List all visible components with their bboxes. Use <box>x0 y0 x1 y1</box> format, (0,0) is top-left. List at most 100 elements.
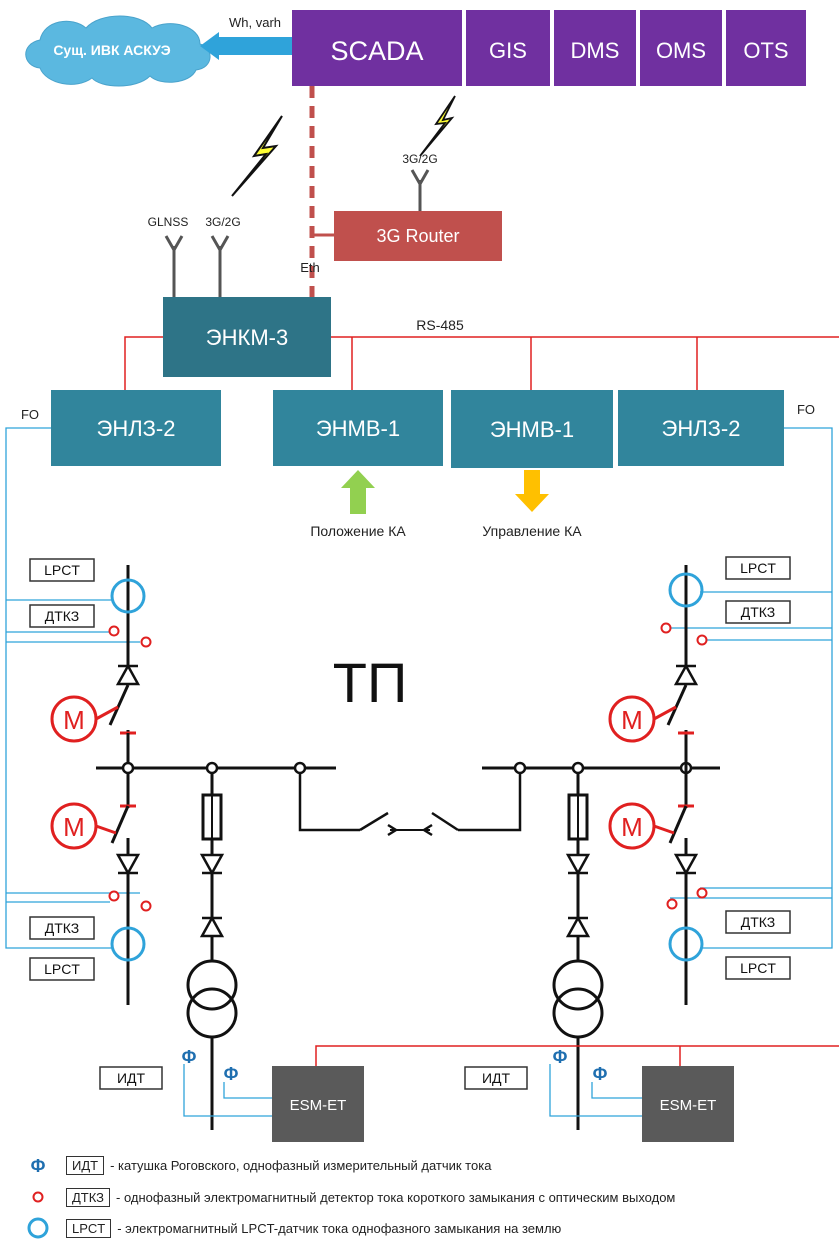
router-block[interactable]: 3G Router <box>334 211 502 261</box>
legend-row-lpct: LPCT - электромагнитный LPCT-датчик тока… <box>14 1216 561 1240</box>
transformer-icon <box>186 959 238 1039</box>
enlz-left-label: ЭНЛЗ-2 <box>97 416 176 441</box>
dtkz-sensor-icon <box>140 636 152 648</box>
enmv-2-block[interactable]: ЭНМВ-1 <box>451 390 613 468</box>
dtkz-tag-left-bottom: ДТКЗ <box>29 916 95 940</box>
rogowski-coil-icon: Φ <box>224 1064 239 1084</box>
router-3g2g-label: 3G/2G <box>402 152 437 166</box>
lightning-icon <box>419 95 456 157</box>
glnss-label: GLNSS <box>148 215 189 229</box>
motor-drive-icon: M <box>50 695 119 743</box>
cable-end-icon <box>199 853 225 938</box>
enkm-block[interactable]: ЭНКМ-3 <box>163 297 331 377</box>
ots-label: OTS <box>743 38 788 63</box>
dms-label: DMS <box>571 38 620 63</box>
enmv-1-block[interactable]: ЭНМВ-1 <box>273 390 443 466</box>
control-arrow-icon <box>515 470 549 512</box>
idt-tag-right: ИДТ <box>464 1066 528 1090</box>
fo-lines-right <box>670 427 833 949</box>
transformer-icon <box>552 959 604 1039</box>
legend-lpct-icon <box>27 1217 49 1239</box>
fo-lines-left <box>5 427 140 949</box>
lpct-tag-label: LPCT <box>740 960 776 976</box>
lpct-tag-label: LPCT <box>44 562 80 578</box>
control-ka-label: Управление КА <box>482 523 582 539</box>
esm-right-block[interactable]: ESM-ET <box>642 1066 734 1142</box>
legend-rogowski-icon: Φ <box>31 1156 46 1176</box>
glnss-antenna-icon <box>164 235 184 298</box>
dtkz-tag-left-top: ДТКЗ <box>29 604 95 628</box>
section-switch <box>298 773 522 837</box>
legend-text: - катушка Роговского, однофазный измерит… <box>110 1157 492 1173</box>
dtkz-sensor-icon <box>108 890 120 902</box>
rs485-label: RS-485 <box>416 317 464 333</box>
wh-arrow: Wh, varh <box>200 15 293 60</box>
eth-label: Eth <box>300 260 320 275</box>
dtkz-sensor-icon <box>660 622 672 634</box>
motor-drive-icon: M <box>50 802 117 850</box>
left-switch-top <box>108 684 130 726</box>
router-antenna-icon <box>410 169 430 212</box>
legend-dtkz-icon <box>32 1191 44 1203</box>
esm-right-label: ESM-ET <box>660 1097 717 1114</box>
lpct-tag-left-bottom: LPCT <box>29 957 95 981</box>
ots-block[interactable]: OTS <box>726 10 806 86</box>
position-arrow-icon <box>341 470 375 514</box>
position-ka-label: Положение КА <box>310 523 406 539</box>
lpct-sensor-icon <box>110 578 146 614</box>
lpct-sensor-icon <box>110 926 146 962</box>
enlz-right-block[interactable]: ЭНЛЗ-2 <box>618 390 784 466</box>
dtkz-sensor-icon <box>696 887 708 899</box>
switch-blade <box>668 805 688 844</box>
enlz-right-label: ЭНЛЗ-2 <box>662 416 741 441</box>
dtkz-tag-right-top: ДТКЗ <box>725 600 791 624</box>
legend-tag: LPCT <box>66 1218 112 1238</box>
motor-label: M <box>621 812 643 842</box>
lpct-tag-label: LPCT <box>44 961 80 977</box>
gis-block[interactable]: GIS <box>466 10 550 86</box>
enkm-label: ЭНКМ-3 <box>206 325 288 350</box>
tp-label: ТП <box>333 651 407 714</box>
enlz-left-block[interactable]: ЭНЛЗ-2 <box>51 390 221 466</box>
wh-varh-label: Wh, varh <box>229 15 281 30</box>
esm-left-label: ESM-ET <box>290 1097 347 1114</box>
cable-end-icon <box>673 853 699 876</box>
cable-end-icon <box>565 853 591 938</box>
scada-block[interactable]: SCADA <box>292 10 462 86</box>
lpct-sensor-icon <box>668 926 704 962</box>
esm-left-block[interactable]: ESM-ET <box>272 1066 364 1142</box>
oms-block[interactable]: OMS <box>640 10 722 86</box>
dms-block[interactable]: DMS <box>554 10 636 86</box>
cable-end-icon <box>115 663 141 686</box>
cloud-label: Сущ. ИВК АСКУЭ <box>53 42 170 58</box>
motor-label: M <box>621 705 643 735</box>
rogowski-coil-icon: Φ <box>182 1047 197 1067</box>
lpct-tag-right-bottom: LPCT <box>725 956 791 980</box>
legend-text: - однофазный электромагнитный детектор т… <box>116 1189 676 1205</box>
lpct-tag-left-top: LPCT <box>29 558 95 582</box>
idt-blue-links-right <box>549 1064 642 1117</box>
oms-label: OMS <box>656 38 706 63</box>
idt-tag-label: ИДТ <box>482 1070 511 1086</box>
dtkz-sensor-icon <box>108 625 120 637</box>
idt-tag-label: ИДТ <box>117 1070 146 1086</box>
cable-end-icon <box>115 853 141 876</box>
rogowski-coil-icon: Φ <box>553 1047 568 1067</box>
gis-label: GIS <box>489 38 527 63</box>
dtkz-tag-label: ДТКЗ <box>45 608 80 624</box>
legend-row-dtkz: ДТКЗ - однофазный электромагнитный детек… <box>14 1185 675 1209</box>
bus-node-icon <box>121 761 135 775</box>
askue-cloud: Сущ. ИВК АСКУЭ <box>25 15 211 87</box>
motor-label: M <box>63 812 85 842</box>
switch-blade <box>110 805 130 844</box>
lpct-tag-label: LPCT <box>740 560 776 576</box>
enmv-1-label: ЭНМВ-1 <box>316 416 400 441</box>
lpct-sensor-icon <box>668 572 704 608</box>
dtkz-tag-label: ДТКЗ <box>45 920 80 936</box>
fo-left-label: FO <box>21 407 39 422</box>
legend-tag: ИДТ <box>66 1155 105 1175</box>
fo-right-label: FO <box>797 402 815 417</box>
router-label: 3G Router <box>376 226 459 246</box>
motor-drive-icon: M <box>608 695 677 743</box>
